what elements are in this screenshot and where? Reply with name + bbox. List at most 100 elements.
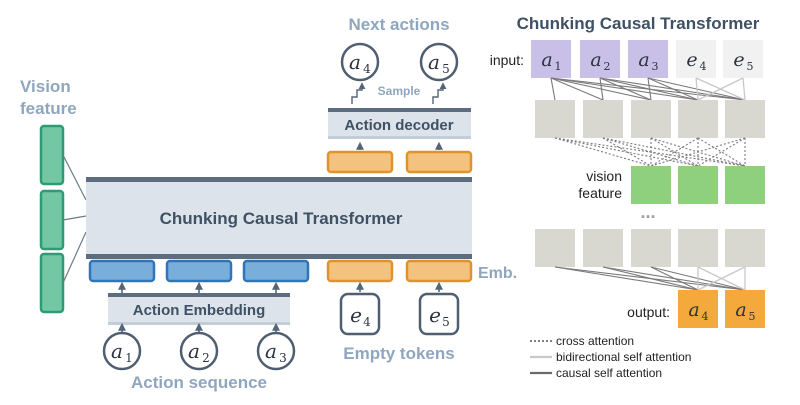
embedding-block [165,259,233,283]
svg-text:e: e [686,49,697,71]
input-tokens: a 1 a 2 a 3 e 4 e 5 [531,40,763,78]
action-sequence-label: Action sequence [131,373,267,392]
legend-cross-attention: cross attention [530,334,634,348]
next-action-a5: a 5 [419,42,459,82]
svg-text:causal self attention: causal self attention [556,366,662,380]
action-a2: a 2 [179,322,219,371]
input-label: input: [490,52,524,68]
action-decoder-bottom-edge [328,136,471,139]
svg-text:a: a [349,50,361,74]
output-tokens: a 4 a 5 [678,290,765,328]
vision-feature-block [39,252,65,314]
vision-feature-block [39,189,65,251]
transformer-block [86,180,472,256]
svg-text:3: 3 [652,60,659,73]
cross-attention-lines [554,137,746,167]
output-token-a4: a 4 [678,290,718,328]
vision-feature-label-line2: feature [20,99,77,118]
causal-attention-lines-bottom [554,266,746,291]
svg-text:a: a [735,299,746,321]
vision-feature-blocks [39,124,65,314]
hidden-row-2 [535,229,765,267]
ellipsis: ... [640,202,655,222]
right-title: Chunking Causal Transformer [517,14,760,33]
svg-text:a: a [111,339,123,363]
decoder-block [326,150,394,174]
legend-causal-self-attention: causal self attention [530,366,662,380]
empty-tokens-label: Empty tokens [343,344,454,363]
input-token-a3: a 3 [628,40,668,78]
sample-arrows [351,82,447,104]
svg-text:5: 5 [442,62,450,76]
action-decoder-top-bar [328,108,471,112]
action-embedding-label: Action Embedding [133,302,266,319]
input-token-e5: e 5 [723,40,763,78]
bidirectional-attention-lines-bottom [697,266,746,291]
decoder-input-blocks [326,150,473,174]
svg-text:3: 3 [279,351,287,365]
decoder-block [405,150,473,174]
svg-text:2: 2 [604,60,611,73]
causal-attention-lines-top [550,77,746,101]
output-label: output: [627,304,670,320]
svg-text:5: 5 [747,60,754,73]
svg-text:bidirectional self attention: bidirectional self attention [556,350,691,364]
svg-text:a: a [590,49,601,71]
embedding-arrows [118,141,443,294]
svg-text:e: e [429,303,441,327]
embedding-block [405,259,473,283]
action-embedding-box [108,296,290,322]
action-embedding-blocks [88,259,310,283]
action-a1: a 1 [102,322,142,371]
action-inputs: a 1 a 2 a 3 [102,322,296,371]
legend-bidirectional-self-attention: bidirectional self attention [530,350,691,364]
svg-text:cross attention: cross attention [556,334,634,348]
svg-text:e: e [350,303,362,327]
svg-text:a: a [638,49,649,71]
transformer-label: Chunking Causal Transformer [160,209,403,228]
svg-text:a: a [428,50,440,74]
svg-text:4: 4 [363,62,371,76]
svg-text:1: 1 [125,351,133,365]
action-a3: a 3 [256,322,296,371]
transformer-bottom-bar [86,254,472,259]
empty-embedding-blocks [326,259,473,283]
vision-feature-connectors [62,154,87,284]
svg-text:5: 5 [442,315,450,329]
sample-label: Sample [378,84,421,98]
embedding-block [326,259,394,283]
vision-feature-right-line2: feature [578,185,622,201]
svg-text:a: a [265,339,277,363]
svg-text:e: e [733,49,744,71]
input-token-e4: e 4 [676,40,716,78]
svg-text:1: 1 [555,60,562,73]
bidirectional-attention-lines-top [695,77,746,101]
action-decoder-label: Action decoder [344,117,453,134]
next-actions: a 4 a 5 [340,42,459,82]
action-embedding-top-bar [108,293,290,297]
next-actions-label: Next actions [348,15,449,34]
output-token-a5: a 5 [725,290,765,328]
svg-text:4: 4 [700,60,707,73]
vision-feature-block [39,124,65,186]
embedding-block [242,259,310,283]
empty-token-e5: e 5 [418,292,460,336]
input-token-a2: a 2 [580,40,620,78]
svg-text:a: a [688,299,699,321]
input-token-a1: a 1 [531,40,571,78]
action-embedding-bottom-edge [108,322,290,325]
vision-feature-right-line1: vision [586,168,622,184]
transformer-top-bar [86,177,472,182]
empty-token-e4: e 4 [339,292,381,336]
svg-text:2: 2 [202,351,210,365]
svg-text:4: 4 [702,310,709,323]
vision-feature-label-line1: Vision [20,77,71,96]
next-action-a4: a 4 [340,42,380,82]
svg-text:a: a [541,49,552,71]
svg-text:5: 5 [749,310,756,323]
embedding-block [88,259,156,283]
action-decoder-box [328,111,471,137]
svg-text:a: a [188,339,200,363]
hidden-row-1 [535,100,765,138]
